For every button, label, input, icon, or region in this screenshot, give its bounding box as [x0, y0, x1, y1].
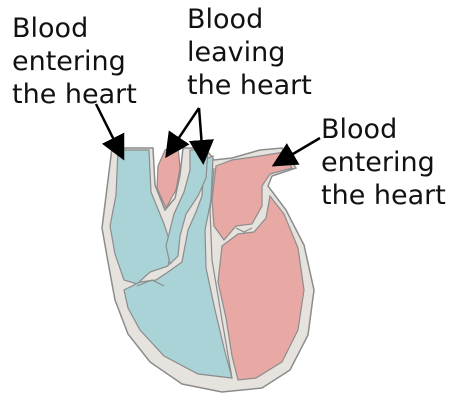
label-line: leaving [187, 36, 312, 69]
label-line: the heart [12, 78, 137, 111]
label-line: Blood [12, 12, 137, 45]
label-line: Blood [187, 3, 312, 36]
label-line: the heart [321, 179, 446, 212]
arrow-entering-left [96, 104, 122, 156]
label-line: Blood [321, 113, 446, 146]
label-blood-entering-left: Blood entering the heart [12, 12, 137, 111]
label-blood-leaving: Blood leaving the heart [187, 3, 312, 102]
label-blood-entering-right: Blood entering the heart [321, 113, 446, 212]
label-line: entering [321, 146, 446, 179]
label-line: the heart [187, 69, 312, 102]
arrow-leaving-aorta [168, 108, 199, 154]
label-line: entering [12, 45, 137, 78]
